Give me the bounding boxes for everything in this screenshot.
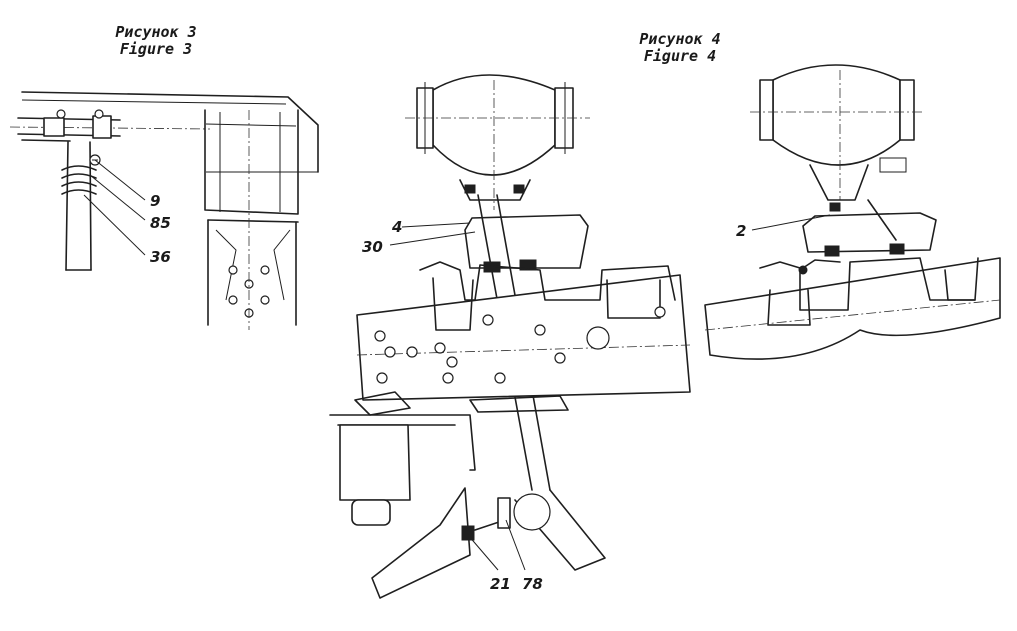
figure-3-drawing <box>9 91 319 330</box>
figure-3-caption-en: Figure 3 <box>119 40 193 58</box>
figure-4-caption: Рисунок 4 Figure 4 <box>620 31 740 65</box>
figure-4-caption-ru: Рисунок 4 <box>639 30 721 48</box>
callout-85: 85 <box>150 214 171 232</box>
callout-9: 9 <box>150 192 161 210</box>
figure-4-right-drawing <box>704 64 1001 360</box>
figure-3-caption-ru: Рисунок 3 <box>115 23 197 41</box>
callout-21: 21 <box>490 575 511 593</box>
figure-3-caption: Рисунок 3 Figure 3 <box>96 24 216 58</box>
callout-4: 4 <box>392 218 403 236</box>
callout-36: 36 <box>150 248 171 266</box>
figure-4-left-drawing <box>329 74 691 599</box>
figure-4-caption-en: Figure 4 <box>643 47 717 65</box>
callout-2: 2 <box>736 222 747 240</box>
callout-78: 78 <box>522 575 543 593</box>
callout-30: 30 <box>362 238 383 256</box>
